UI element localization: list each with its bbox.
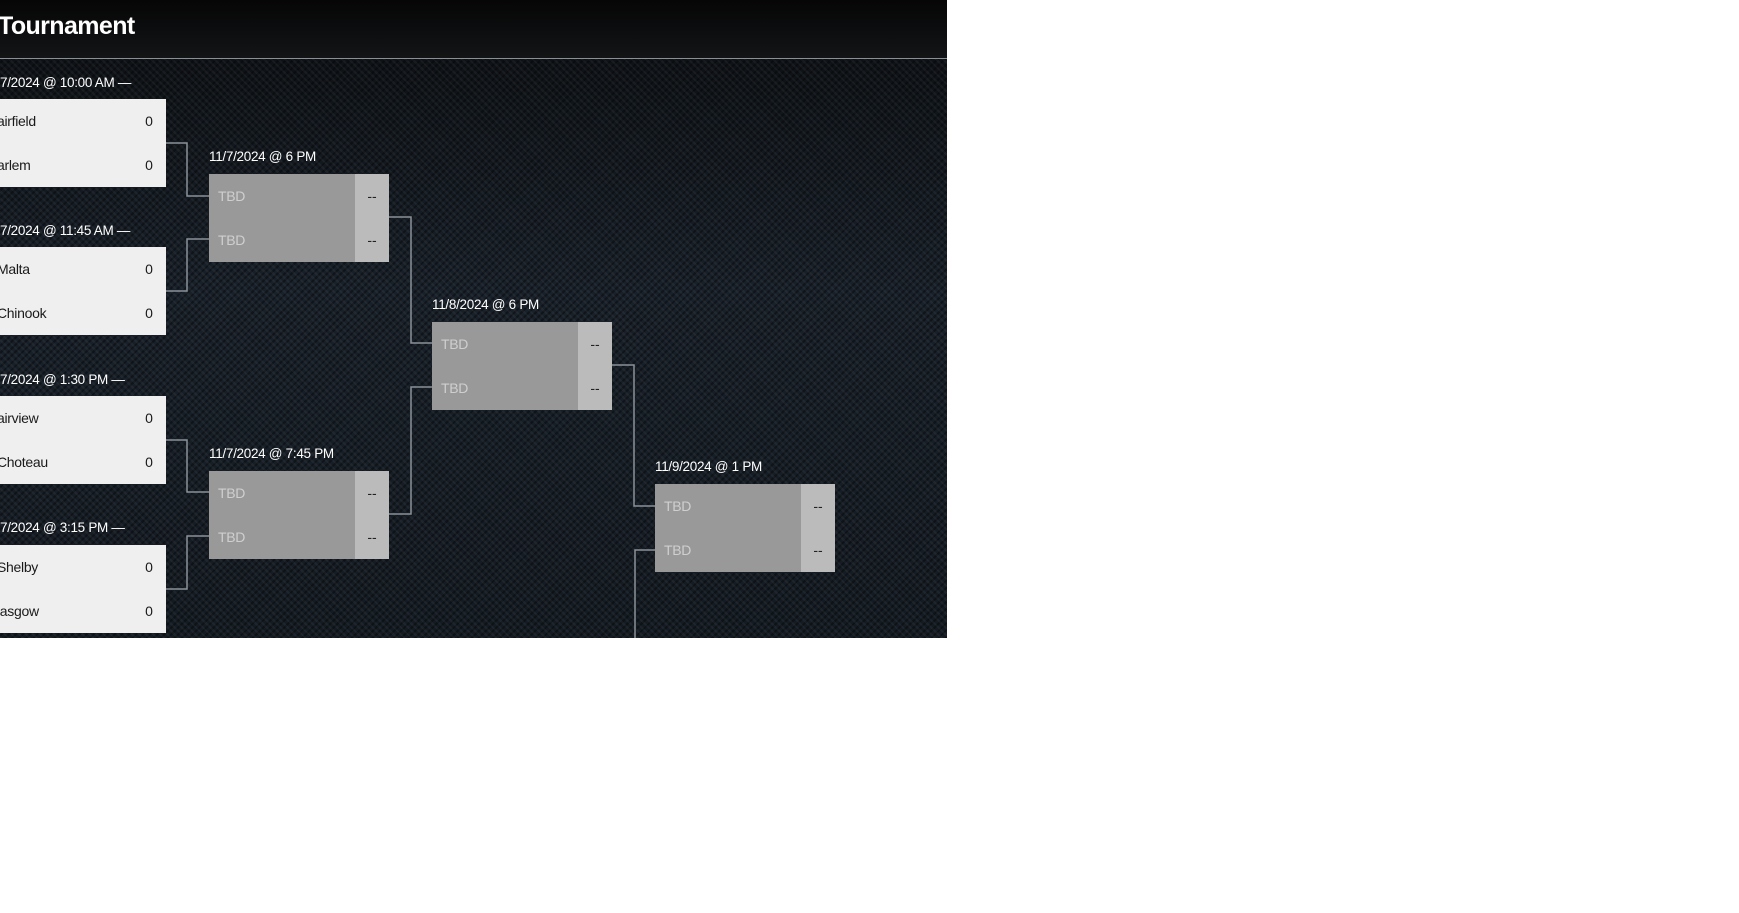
- team-score: --: [801, 528, 835, 572]
- team-score: 0: [132, 247, 166, 291]
- page-title: Tournament: [0, 12, 135, 40]
- match-card[interactable]: TBD -- TBD --: [209, 471, 389, 559]
- match-card[interactable]: TBD -- TBD --: [432, 322, 612, 410]
- game-time-label: 11/9/2024 @ 1 PM: [655, 459, 762, 474]
- team-score: 0: [132, 589, 166, 633]
- team-row[interactable]: lasgow 0: [0, 589, 166, 633]
- team-name: airfield: [0, 113, 36, 129]
- team-name: TBD: [218, 485, 246, 501]
- team-score: 0: [132, 396, 166, 440]
- team-score: 0: [132, 291, 166, 335]
- team-score: --: [578, 366, 612, 410]
- team-score: --: [578, 322, 612, 366]
- match-card[interactable]: airfield 0 arlem 0: [0, 99, 166, 187]
- team-row[interactable]: TBD --: [209, 218, 389, 262]
- connector-r1-g1: [166, 142, 209, 197]
- team-name: TBD: [664, 542, 692, 558]
- tournament-header: Tournament: [0, 0, 947, 59]
- team-row[interactable]: TBD --: [209, 174, 389, 218]
- match-card[interactable]: Shelby 0 lasgow 0: [0, 545, 166, 633]
- team-row[interactable]: TBD --: [209, 471, 389, 515]
- connector-r1-g2: [166, 238, 209, 292]
- connector-r1-g3: [166, 439, 209, 493]
- team-score: --: [355, 218, 389, 262]
- connector-r2-g2: [389, 386, 432, 515]
- connector-r3-g1: [612, 364, 655, 507]
- team-name: TBD: [218, 232, 246, 248]
- team-name: Malta: [0, 261, 30, 277]
- team-name: airview: [0, 410, 39, 426]
- team-row[interactable]: Chinook 0: [0, 291, 166, 335]
- game-time-label: 7/2024 @ 10:00 AM —: [0, 75, 132, 90]
- team-name: TBD: [218, 188, 246, 204]
- match-card[interactable]: TBD -- TBD --: [209, 174, 389, 262]
- match-card[interactable]: airview 0 Choteau 0: [0, 396, 166, 484]
- game-time-label: 7/2024 @ 3:15 PM —: [0, 520, 125, 535]
- team-name: TBD: [218, 529, 246, 545]
- team-name: Shelby: [0, 559, 39, 575]
- team-score: --: [355, 174, 389, 218]
- team-row[interactable]: TBD --: [432, 322, 612, 366]
- match-card[interactable]: TBD -- TBD --: [655, 484, 835, 572]
- team-score: 0: [132, 545, 166, 589]
- team-score: --: [801, 484, 835, 528]
- match-card[interactable]: Malta 0 Chinook 0: [0, 247, 166, 335]
- game-time-label: 7/2024 @ 1:30 PM —: [0, 372, 125, 387]
- team-row[interactable]: airview 0: [0, 396, 166, 440]
- game-time-label: 11/8/2024 @ 6 PM: [432, 297, 539, 312]
- team-name: Choteau: [0, 454, 48, 470]
- team-name: arlem: [0, 157, 31, 173]
- game-time-label: 7/2024 @ 11:45 AM —: [0, 223, 131, 238]
- game-time-label: 11/7/2024 @ 7:45 PM: [209, 446, 334, 461]
- team-name: TBD: [664, 498, 692, 514]
- connector-r2-g1: [389, 216, 432, 344]
- team-row[interactable]: TBD --: [209, 515, 389, 559]
- connector-r4-lower: [634, 549, 655, 638]
- team-score: --: [355, 515, 389, 559]
- bracket-panel: Tournament 7/2024 @ 10:00 AM — airfield …: [0, 0, 947, 638]
- team-row[interactable]: arlem 0: [0, 143, 166, 187]
- team-name: lasgow: [0, 603, 39, 619]
- team-score: 0: [132, 99, 166, 143]
- connector-r1-g4: [166, 535, 209, 590]
- team-name: Chinook: [0, 305, 47, 321]
- team-row[interactable]: TBD --: [655, 484, 835, 528]
- team-name: TBD: [441, 336, 469, 352]
- team-score: 0: [132, 143, 166, 187]
- team-row[interactable]: TBD --: [655, 528, 835, 572]
- team-score: 0: [132, 440, 166, 484]
- team-row[interactable]: Shelby 0: [0, 545, 166, 589]
- game-time-label: 11/7/2024 @ 6 PM: [209, 149, 316, 164]
- team-name: TBD: [441, 380, 469, 396]
- team-row[interactable]: Malta 0: [0, 247, 166, 291]
- team-row[interactable]: Choteau 0: [0, 440, 166, 484]
- team-score: --: [355, 471, 389, 515]
- team-row[interactable]: airfield 0: [0, 99, 166, 143]
- team-row[interactable]: TBD --: [432, 366, 612, 410]
